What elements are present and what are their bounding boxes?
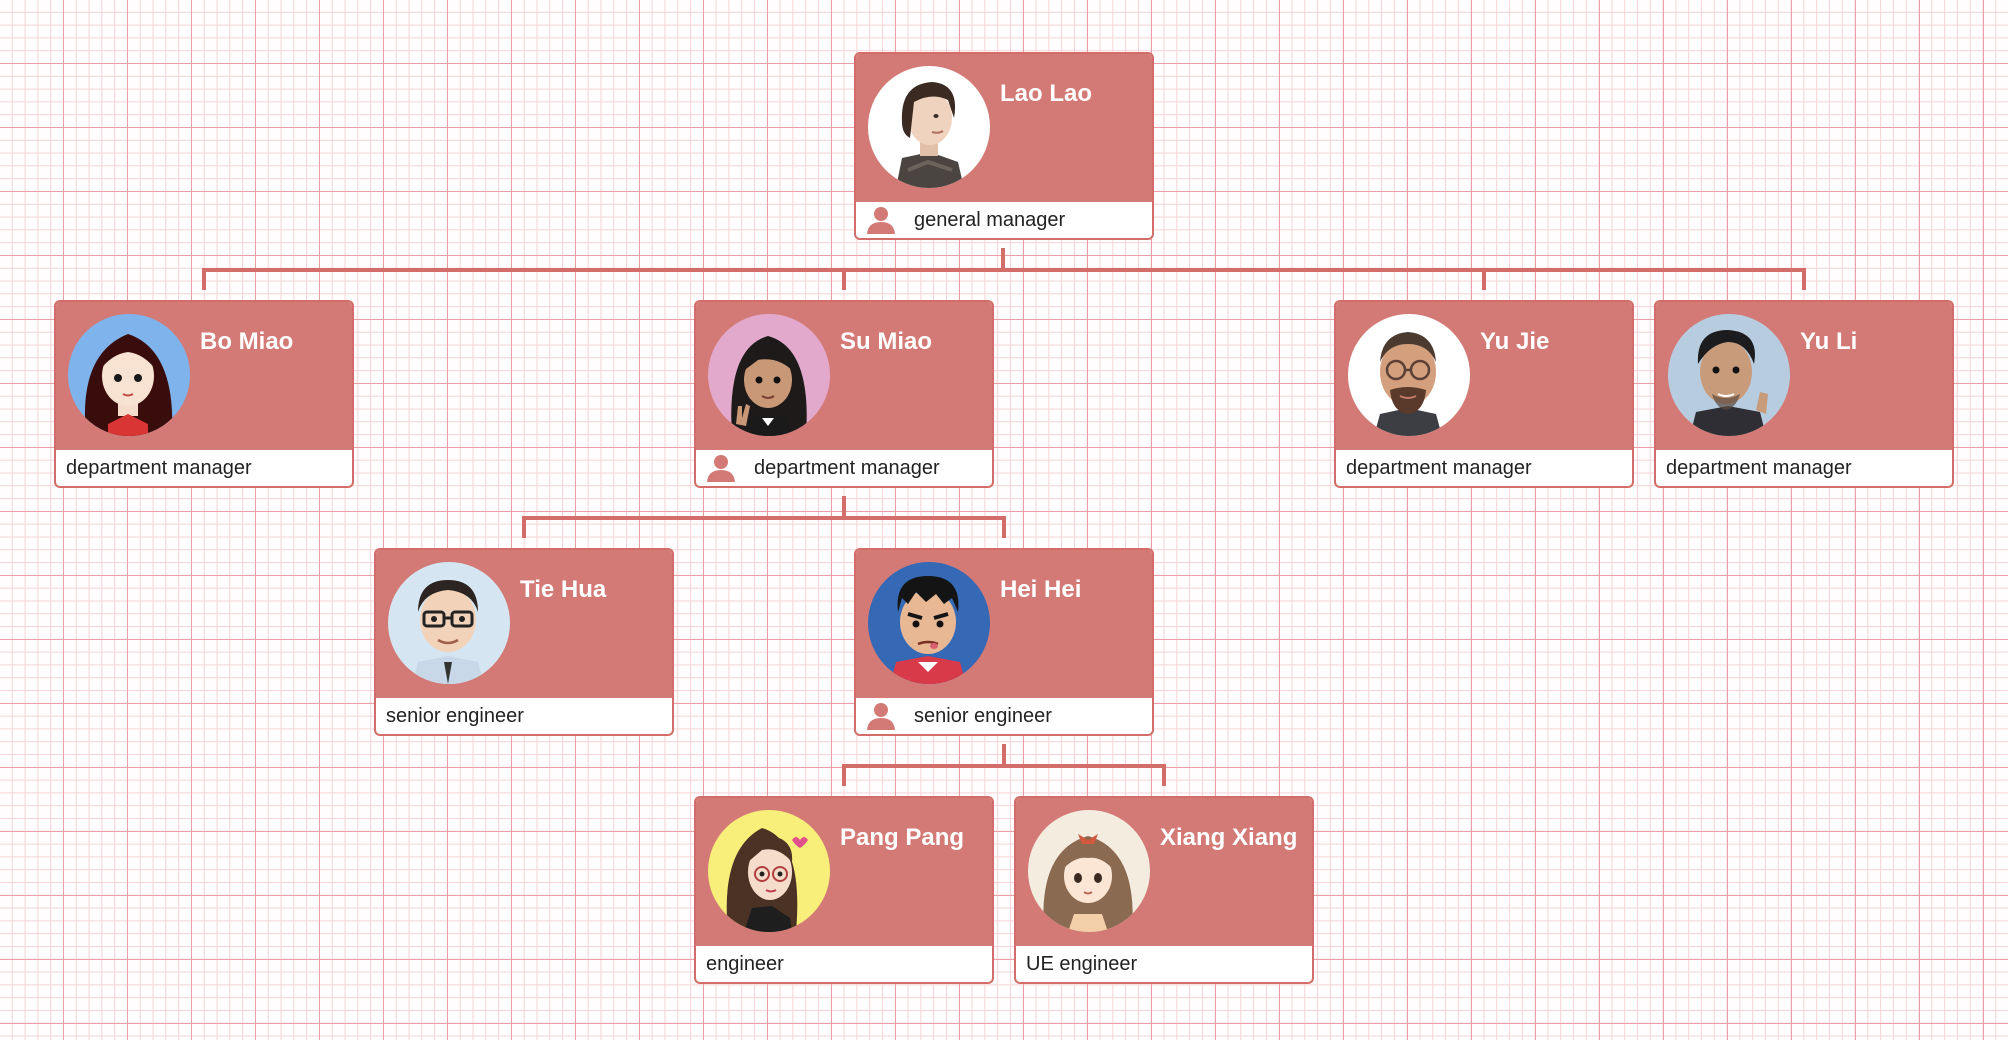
avatar-yu-li [1668, 314, 1790, 436]
avatar-yu-jie [1348, 314, 1470, 436]
node-footer: senior engineer [856, 698, 1152, 734]
node-role: UE engineer [1026, 952, 1138, 975]
node-name: Xiang Xiang [1160, 824, 1298, 851]
org-node-tie-hua[interactable]: Tie Hua senior engineer [374, 548, 674, 736]
avatar-lao-lao [868, 66, 990, 188]
org-node-xiang-xiang[interactable]: Xiang Xiang UE engineer [1014, 796, 1314, 984]
node-footer: department manager [696, 450, 992, 486]
node-role: department manager [1346, 456, 1532, 479]
node-footer: department manager [1656, 450, 1952, 486]
org-node-yu-jie[interactable]: Yu Jie department manager [1334, 300, 1634, 488]
node-name: Bo Miao [200, 328, 294, 355]
avatar-hei-hei [868, 562, 990, 684]
node-name: Hei Hei [1000, 576, 1082, 603]
node-role: department manager [66, 456, 252, 479]
node-role: department manager [1666, 456, 1852, 479]
avatar-xiang-xiang [1028, 810, 1150, 932]
node-footer: department manager [1336, 450, 1632, 486]
node-name: Pang Pang [840, 824, 965, 851]
connector-su-miao-children [522, 496, 1006, 538]
org-node-lao-lao[interactable]: Lao Lao general manager [854, 52, 1154, 240]
node-footer: department manager [56, 450, 352, 486]
connector-hei-hei-children [842, 744, 1166, 786]
org-node-yu-li[interactable]: Yu Li department manager [1654, 300, 1954, 488]
org-node-bo-miao[interactable]: Bo Miao department manager [54, 300, 354, 488]
node-name: Lao Lao [1000, 80, 1093, 107]
node-name: Yu Li [1800, 328, 1858, 355]
org-node-su-miao[interactable]: Su Miao department manager [694, 300, 994, 488]
avatar-bo-miao [68, 314, 190, 436]
node-footer: senior engineer [376, 698, 672, 734]
node-footer: UE engineer [1016, 946, 1312, 982]
avatar-tie-hua [388, 562, 510, 684]
node-role: engineer [706, 952, 784, 975]
org-node-pang-pang[interactable]: Pang Pang engineer [694, 796, 994, 984]
node-role: department manager [754, 456, 940, 479]
node-name: Yu Jie [1480, 328, 1550, 355]
node-footer: general manager [856, 202, 1152, 238]
person-icon [707, 455, 735, 482]
node-role: senior engineer [914, 704, 1052, 727]
avatar-su-miao [708, 314, 830, 436]
node-name: Su Miao [840, 328, 933, 355]
node-name: Tie Hua [520, 576, 607, 603]
org-node-hei-hei[interactable]: Hei Hei senior engineer [854, 548, 1154, 736]
avatar-pang-pang [708, 810, 830, 932]
node-role: senior engineer [386, 704, 524, 727]
node-footer: engineer [696, 946, 992, 982]
connector-lao-lao-children [202, 248, 1806, 290]
person-icon [867, 207, 895, 234]
person-icon [867, 703, 895, 730]
node-role: general manager [914, 208, 1066, 231]
